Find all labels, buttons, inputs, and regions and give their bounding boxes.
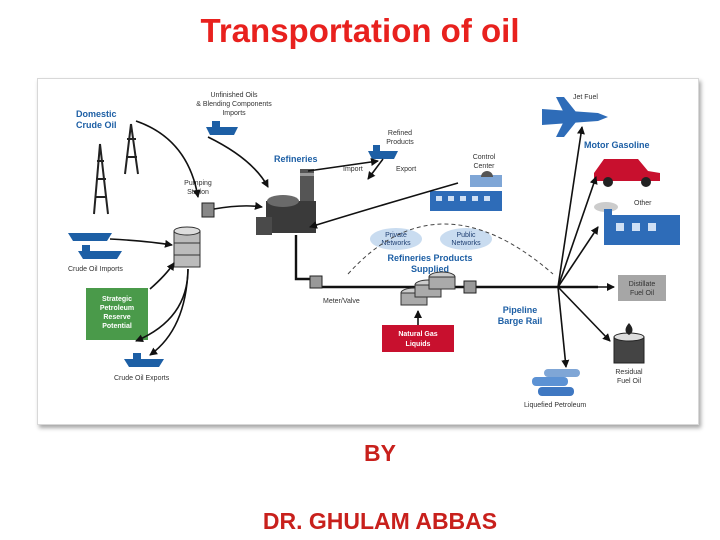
arrow-to-residual: [557, 286, 611, 342]
export-label: Export: [396, 166, 416, 173]
refinery-icon: [256, 169, 316, 235]
meter-valve-label: Meter/Valve: [323, 298, 360, 305]
strategic-reserve-box: [86, 288, 148, 340]
distillate-fuel-box: [618, 275, 666, 301]
car-icon: [594, 159, 660, 187]
refineries-label: Refineries: [274, 154, 318, 164]
arrow-to-jet-fuel: [557, 126, 585, 288]
arrow-to-other: [557, 226, 599, 288]
other-label: Other: [634, 200, 652, 207]
control-center-building-icon: [430, 171, 502, 211]
tanker-ship-icon: [206, 121, 238, 135]
arrow-domestic-to-pumping: [135, 120, 201, 198]
natural-gas-liquids-box: [382, 325, 454, 352]
arrow-export-refined: [307, 158, 379, 172]
network-dashed-arc: [347, 223, 554, 275]
arrow-reserve-to-tank: [149, 262, 175, 290]
refinery-pipe: [294, 235, 318, 281]
pumping-station-icon: [201, 202, 215, 218]
arrow-to-lpg: [557, 286, 570, 368]
import-label: Import: [343, 166, 363, 173]
arrow-control-to-refinery: [309, 182, 459, 229]
refined-products-ship-icon: [368, 145, 398, 159]
factory-icon: [594, 202, 680, 245]
arrow-import-refined: [367, 158, 384, 180]
crude-import-ships-icon: [68, 233, 122, 259]
arrow-imports-to-tank: [109, 238, 173, 248]
crude-storage-tank-icon: [173, 226, 201, 268]
arrow-unfinished-to-refineries: [207, 136, 269, 188]
public-networks-cloud: [440, 228, 492, 250]
crude-oil-imports-label: Crude Oil Imports: [68, 266, 123, 273]
meter-valve-icon: [309, 275, 323, 289]
oil-derrick-icon: [93, 123, 139, 215]
jet-fuel-label: Jet Fuel: [573, 94, 598, 101]
arrow-pumping-to-refinery: [213, 201, 263, 210]
liquefied-petroleum-label: Liquefied Petroleum: [524, 402, 586, 409]
lpg-tanks-icon: [532, 369, 580, 396]
arrow-tank-to-exports: [149, 268, 189, 356]
product-storage-tanks-icon: [400, 271, 456, 306]
residual-fuel-barrel-icon: [613, 323, 645, 364]
crude-export-ship-icon: [124, 353, 164, 367]
crude-oil-exports-label: Crude Oil Exports: [114, 375, 170, 382]
arrow-to-motor-gasoline: [557, 176, 598, 288]
author-name: DR. GHULAM ABBAS: [262, 508, 498, 534]
byline: BY: [364, 440, 396, 466]
pipeline-valve-icon: [463, 280, 477, 294]
motor-gasoline-label: Motor Gasoline: [584, 140, 650, 150]
slide-title: Transportation of oil: [200, 12, 520, 49]
private-networks-cloud: [370, 228, 422, 250]
jet-plane-icon: [542, 97, 608, 137]
